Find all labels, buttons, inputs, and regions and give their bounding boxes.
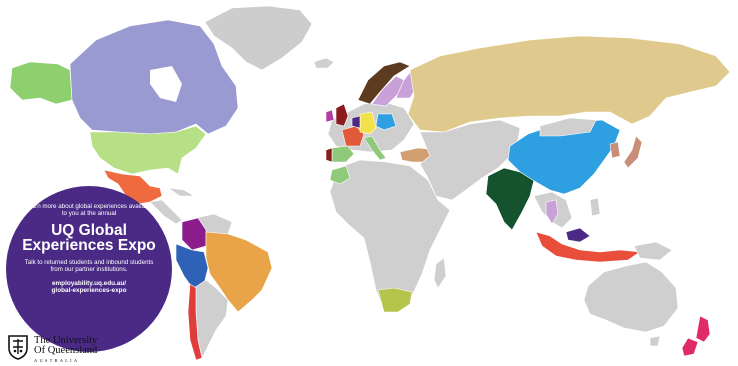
region-ireland — [325, 109, 335, 123]
region-new-zealand-south — [681, 337, 699, 357]
promo-title: UQ Global Experiences Expo — [22, 221, 156, 254]
region-africa — [329, 159, 451, 313]
region-italy — [363, 135, 387, 161]
logo-line-1: The University — [34, 335, 98, 346]
region-alaska — [9, 61, 73, 105]
region-thailand — [545, 199, 559, 225]
region-tasmania — [649, 335, 661, 347]
expo-promo-circle[interactable]: Learn more about global experiences avai… — [6, 186, 172, 352]
uq-logo: The University Of Queensland AUSTRALIA — [7, 333, 117, 363]
promo-link[interactable]: employability.uq.edu.au/ global-experien… — [22, 280, 156, 295]
promo-talk-text: Talk to returned students and inbound st… — [24, 258, 154, 274]
region-malaysia — [565, 227, 591, 243]
region-india — [485, 167, 535, 231]
region-morocco — [329, 165, 351, 185]
region-usa — [89, 125, 207, 175]
region-madagascar — [433, 257, 447, 289]
region-iceland — [313, 57, 335, 69]
region-greenland — [204, 5, 313, 71]
region-brazil — [205, 231, 273, 313]
promo-intro-text: Learn more about global experiences avai… — [24, 203, 154, 218]
promo-title-line-2: Experiences Expo — [22, 236, 156, 254]
region-uk — [335, 103, 349, 127]
region-mongolia — [539, 117, 597, 137]
region-central-america — [149, 199, 183, 225]
region-japan — [623, 135, 643, 169]
region-portugal — [325, 147, 333, 163]
region-caribbean — [167, 187, 196, 197]
region-chile — [187, 283, 203, 361]
region-new-zealand — [695, 315, 711, 343]
region-russia — [407, 35, 731, 133]
region-hudson-bay — [150, 66, 182, 102]
logo-line-2: Of Queensland — [34, 345, 98, 356]
region-norway — [357, 61, 411, 105]
region-australia — [583, 261, 679, 333]
region-poland — [375, 113, 397, 131]
region-papua — [633, 241, 673, 261]
region-korea — [609, 141, 621, 159]
promo-link-line-1: employability.uq.edu.au/ — [51, 279, 127, 287]
region-middle-east — [419, 119, 521, 201]
university-crest-icon — [8, 335, 28, 360]
logo-line-3: AUSTRALIA — [34, 358, 80, 363]
region-south-africa — [377, 287, 413, 313]
promo-link-line-2: global-experiences-expo — [51, 287, 127, 295]
region-germany — [359, 111, 377, 135]
region-mexico — [103, 169, 163, 205]
promo-title-line-1: UQ Global — [51, 221, 127, 239]
region-philippines — [589, 197, 601, 217]
region-benelux — [351, 115, 361, 129]
